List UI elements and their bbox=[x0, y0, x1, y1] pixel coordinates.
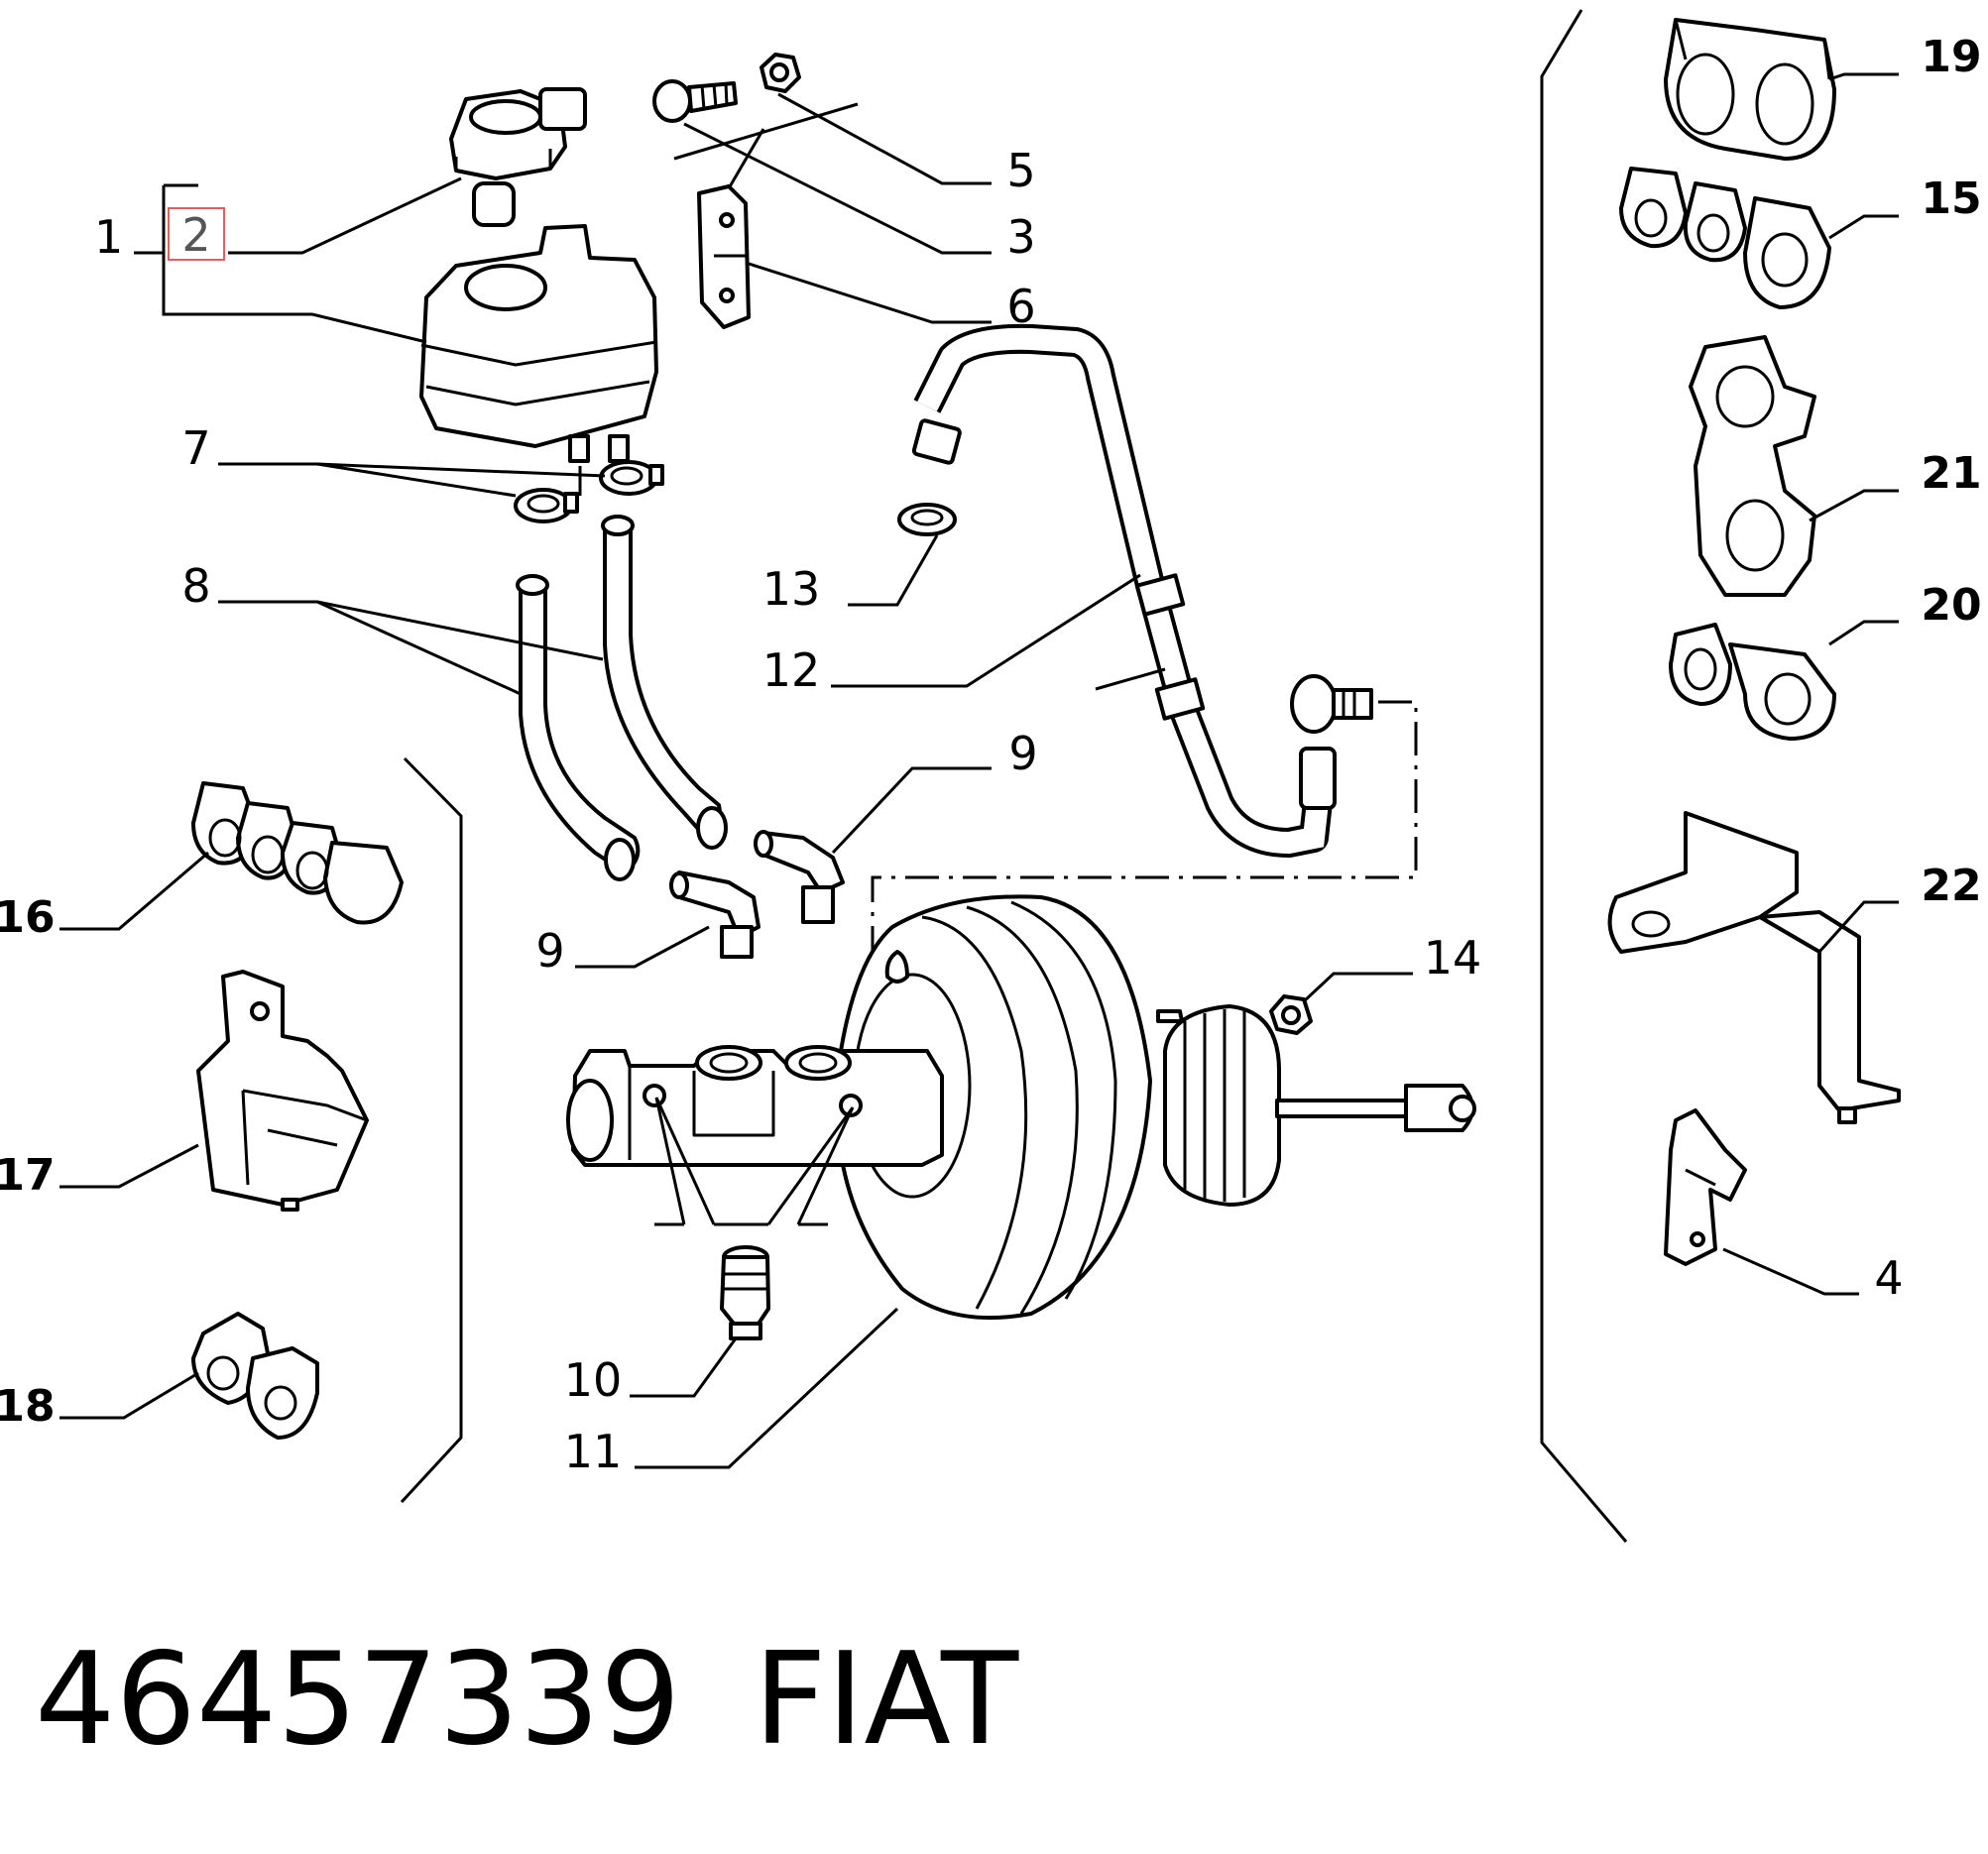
clip-19-part bbox=[1664, 18, 1836, 161]
nut-part bbox=[760, 53, 801, 93]
bracket-4-part bbox=[1664, 1108, 1747, 1266]
callout-12: 12 bbox=[762, 643, 821, 697]
callout-7: 7 bbox=[181, 421, 210, 475]
right-panel-bracket bbox=[1540, 9, 1628, 1543]
callout-9-lower: 9 bbox=[535, 924, 564, 978]
callout-21: 21 bbox=[1921, 448, 1981, 499]
master-cylinder-part bbox=[566, 1045, 944, 1167]
hose-right-part bbox=[601, 515, 728, 850]
reservoir-cap-part bbox=[449, 87, 587, 227]
bracket-22-part bbox=[1607, 811, 1901, 1124]
callout-5: 5 bbox=[1006, 144, 1035, 197]
pipe-end-fitting-part bbox=[1290, 674, 1373, 734]
clip-15-part bbox=[1619, 167, 1831, 309]
clamp-7a-part bbox=[514, 488, 579, 523]
callout-4: 4 bbox=[1874, 1251, 1903, 1305]
callout-8: 8 bbox=[181, 559, 210, 613]
callout-15: 15 bbox=[1921, 174, 1981, 224]
callout-9-upper: 9 bbox=[1008, 727, 1037, 780]
callout-10: 10 bbox=[564, 1353, 623, 1407]
callout-2[interactable]: 2 bbox=[181, 208, 210, 262]
dash-dot-guides bbox=[871, 700, 1418, 967]
hose-clip-13-part bbox=[897, 503, 957, 536]
master-cylinder-leaders bbox=[654, 1097, 855, 1226]
highlight-box-part-2 bbox=[168, 207, 225, 261]
elbow-fitting-right-part bbox=[754, 830, 845, 924]
bracket-plate-part bbox=[697, 184, 751, 329]
callout-3: 3 bbox=[1006, 210, 1035, 264]
callout-20: 20 bbox=[1921, 580, 1981, 631]
elbow-fitting-left-part bbox=[669, 870, 760, 959]
clamp-7b-part bbox=[599, 460, 664, 496]
callout-1: 1 bbox=[94, 210, 123, 264]
reservoir-body-part bbox=[419, 224, 658, 463]
callout-13: 13 bbox=[762, 562, 821, 616]
brake-booster-part bbox=[834, 894, 1476, 1321]
callout-22: 22 bbox=[1921, 861, 1981, 911]
brake-pipe-part bbox=[911, 323, 1337, 858]
callout-11: 11 bbox=[564, 1425, 623, 1478]
callout-14: 14 bbox=[1424, 931, 1482, 985]
clip-16-part bbox=[191, 781, 404, 925]
clip-18-part bbox=[191, 1312, 319, 1440]
hose-left-part bbox=[516, 574, 641, 881]
bracket-guide-lines bbox=[673, 102, 859, 189]
bracket-17-part bbox=[196, 970, 369, 1212]
brand-caption: FIAT bbox=[754, 1626, 1019, 1774]
callout-6: 6 bbox=[1006, 280, 1035, 333]
nut-14-part bbox=[1269, 994, 1313, 1035]
part-number-caption: 46457339 bbox=[35, 1626, 681, 1774]
clip-21-part bbox=[1689, 335, 1816, 597]
left-panel-bracket bbox=[400, 756, 463, 1504]
plug-part bbox=[720, 1245, 770, 1340]
bolt-part bbox=[652, 79, 738, 123]
callout-18: 18 bbox=[0, 1381, 56, 1432]
clip-20-part bbox=[1669, 623, 1836, 741]
callout-16: 16 bbox=[0, 892, 56, 943]
callout-leader-lines bbox=[59, 72, 1899, 1469]
callout-17: 17 bbox=[0, 1150, 56, 1201]
callout-19: 19 bbox=[1921, 32, 1981, 82]
